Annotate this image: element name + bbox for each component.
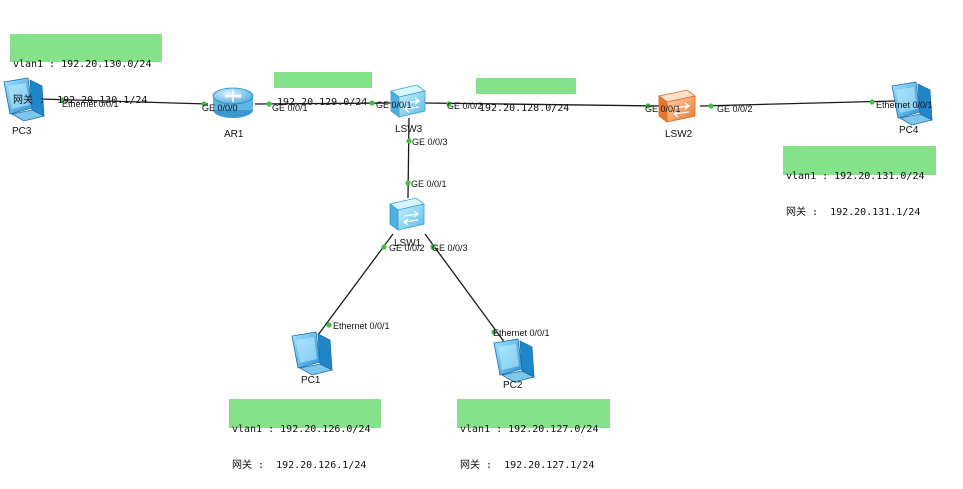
port-label: GE 0/0/3 — [412, 137, 448, 147]
link-lsw3-lsw2[interactable] — [424, 102, 661, 107]
device-label: LSW1 — [394, 238, 422, 249]
note-line: vlan1 : 192.20.126.0/24 — [232, 424, 371, 435]
pc-icon — [291, 331, 334, 376]
device-pc4[interactable]: PC4 — [891, 81, 934, 136]
device-lsw2[interactable]: LSW2 — [658, 89, 696, 140]
device-pc2[interactable]: PC2 — [493, 338, 536, 391]
port-dot — [491, 329, 497, 335]
port-label: GE 0/0/2 — [717, 104, 753, 114]
port-dot — [381, 244, 387, 250]
port-dot — [708, 103, 714, 109]
port-dot — [446, 101, 452, 107]
pc-icon — [493, 338, 536, 383]
note-line: vlan1 : 192.20.127.0/24 — [460, 424, 599, 435]
port-dot — [59, 97, 65, 103]
port-labels: Ethernet 0/0/1 GE 0/0/0 GE 0/0/1 GE 0/0/… — [62, 99, 933, 338]
note-line: 网关 : 192.20.130.1/24 — [13, 95, 148, 106]
note-pc4-network: vlan1 : 192.20.131.0/24 网关 : 192.20.131.… — [783, 146, 936, 218]
port-dots — [59, 97, 875, 335]
note-link-lsw3-lsw2: 192.20.128.0/24 — [476, 78, 576, 114]
note-line: vlan1 : 192.20.130.0/24 — [13, 59, 152, 70]
port-label: Ethernet 0/0/1 — [62, 99, 119, 109]
device-lsw3[interactable]: LSW3 — [390, 84, 426, 135]
device-label: LSW2 — [665, 129, 693, 140]
port-dot — [406, 138, 412, 144]
port-dot — [369, 100, 375, 106]
port-dot — [869, 99, 875, 105]
device-label: AR1 — [224, 129, 244, 140]
note-line: vlan1 : 192.20.131.0/24 — [786, 171, 925, 182]
device-lsw1[interactable]: LSW1 — [389, 197, 425, 249]
port-label: Ethernet 0/0/1 — [876, 100, 933, 110]
note-line: 网关 : 192.20.131.1/24 — [786, 207, 921, 218]
port-dot — [266, 101, 272, 107]
port-dot — [430, 244, 436, 250]
port-label: Ethernet 0/0/1 — [493, 328, 550, 338]
switch-icon — [658, 89, 696, 123]
port-label: GE 0/0/2 — [447, 101, 483, 111]
port-label: GE 0/0/1 — [376, 100, 412, 110]
note-line: 192.20.128.0/24 — [479, 103, 570, 114]
note-line: 网关 : 192.20.126.1/24 — [232, 460, 367, 471]
device-label: PC3 — [12, 126, 32, 137]
port-label: GE 0/0/1 — [272, 103, 308, 113]
link-pc3-ar1[interactable] — [39, 98, 209, 105]
device-label: PC2 — [503, 380, 523, 391]
port-label: GE 0/0/1 — [411, 179, 447, 189]
port-dot — [326, 322, 332, 328]
port-label: Ethernet 0/0/1 — [333, 321, 390, 331]
port-label: GE 0/0/2 — [389, 243, 425, 253]
device-pc3[interactable]: PC3 — [3, 77, 46, 137]
note-pc2-network: vlan1 : 192.20.127.0/24 网关 : 192.20.127.… — [457, 399, 610, 471]
switch-icon — [390, 84, 426, 118]
link-lsw1-pc2[interactable] — [424, 233, 506, 344]
pc-icon — [3, 77, 46, 122]
links — [39, 98, 896, 344]
link-lsw2-pc4[interactable] — [699, 100, 896, 107]
port-label: GE 0/0/3 — [432, 243, 468, 253]
note-pc3-network: vlan1 : 192.20.130.0/24 网关 : 192.20.130.… — [10, 34, 162, 106]
note-line: 192.20.129.0/24 — [277, 97, 368, 108]
device-pc1[interactable]: PC1 — [291, 331, 334, 386]
switch-icon — [389, 197, 425, 231]
router-icon — [212, 87, 254, 118]
port-dot — [201, 101, 207, 107]
link-lsw1-pc1[interactable] — [317, 233, 394, 336]
device-label: PC1 — [301, 375, 321, 386]
port-dot — [405, 180, 411, 186]
port-label: GE 0/0/1 — [645, 104, 681, 114]
note-pc1-network: vlan1 : 192.20.126.0/24 网关 : 192.20.126.… — [229, 399, 381, 471]
note-link-ar1-lsw3: 192.20.129.0/24 — [274, 72, 372, 108]
device-label: LSW3 — [395, 124, 423, 135]
note-line: 网关 : 192.20.127.1/24 — [460, 460, 595, 471]
port-dot — [645, 103, 651, 109]
port-label: GE 0/0/0 — [202, 103, 238, 113]
device-ar1[interactable]: AR1 — [212, 87, 254, 140]
pc-icon — [891, 81, 934, 126]
device-label: PC4 — [899, 125, 919, 136]
link-ar1-lsw3[interactable] — [254, 102, 393, 105]
